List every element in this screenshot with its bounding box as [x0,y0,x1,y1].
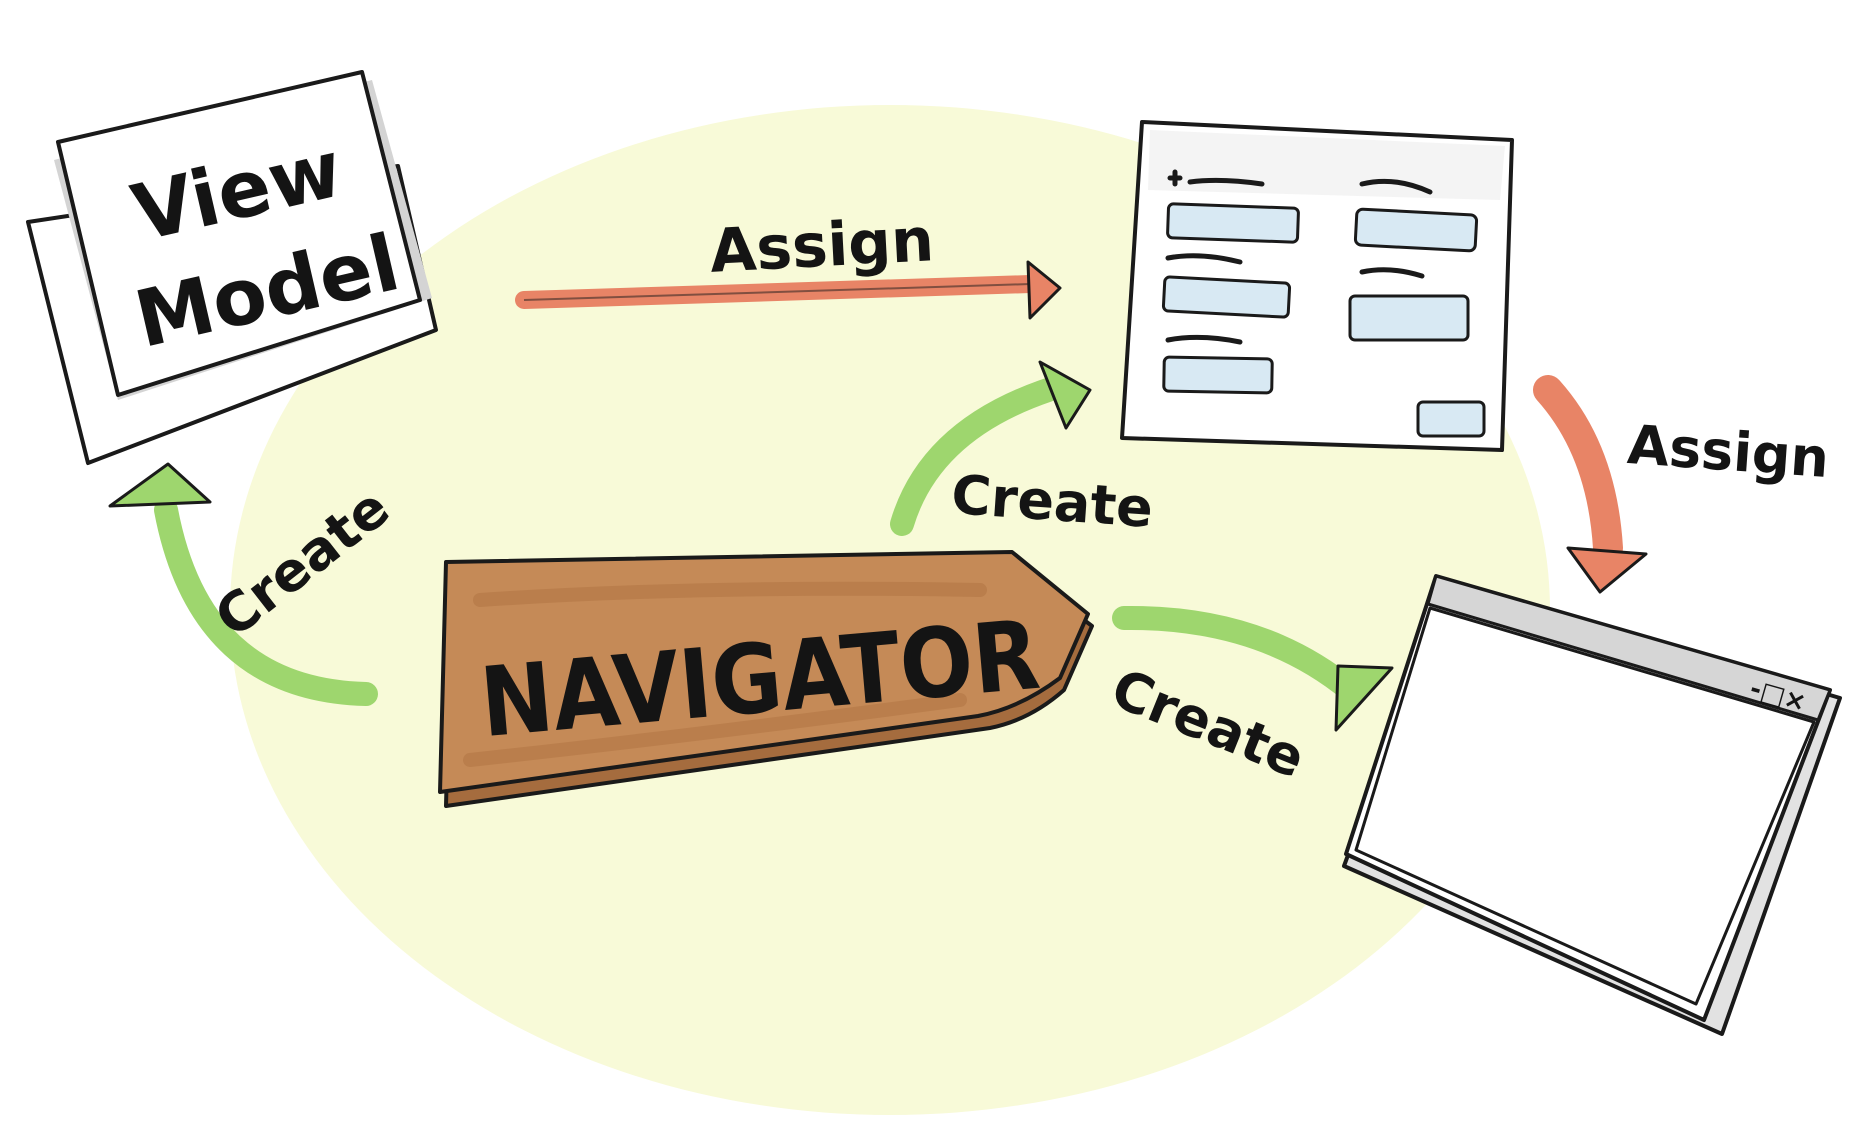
create-arrow-head-1 [108,462,212,508]
assign-arrow-head-2 [1566,546,1648,594]
navigator-node: NAVIGATOR [438,550,1094,808]
create-arrow-head-2 [1038,360,1092,430]
assign-arrow-view-to-window [1533,375,1648,594]
create-label-view: Create [949,463,1155,540]
assign-arrow-head-1 [1026,260,1062,320]
window-titlebar [1426,574,1832,722]
create-arrow-shaft-3 [1112,605,1362,702]
form-label-4 [1359,178,1433,195]
navigator-sign [438,550,1090,794]
create-arrow-shaft-2 [890,378,1060,536]
assign-label-view-to-window: Assign [1626,413,1832,490]
form-label-1 [1167,169,1265,187]
create-arrow-shaft-1 [154,498,378,706]
form-label-5 [1359,267,1425,279]
window-client-area [1354,606,1816,1006]
form-field-5 [1348,294,1470,342]
navigator-wood-grain [463,581,987,767]
create-arrow-to-viewmodel [108,462,378,706]
create-arrow-head-3 [1334,664,1394,732]
form-submit-button [1416,400,1486,438]
form-field-3 [1162,355,1274,395]
assign-label-viewmodel-to-view: Assign [708,205,935,287]
create-arrow-to-window [1112,605,1394,732]
assign-arrow-viewmodel-to-view [515,260,1062,320]
form-field-4 [1353,207,1479,253]
form-label-2 [1165,253,1243,265]
form-label-3 [1165,334,1243,345]
window-node: -□× [1342,574,1842,1036]
view-model-front-card [56,70,422,397]
view-form-node [1120,120,1514,452]
assign-arrow-shaft-2 [1533,375,1623,563]
form-field-2 [1161,275,1292,319]
assign-arrow-outline-1 [523,283,1031,301]
create-arrow-to-view [890,360,1092,536]
view-model-node: View Model [26,70,438,465]
form-field-1 [1166,202,1300,244]
